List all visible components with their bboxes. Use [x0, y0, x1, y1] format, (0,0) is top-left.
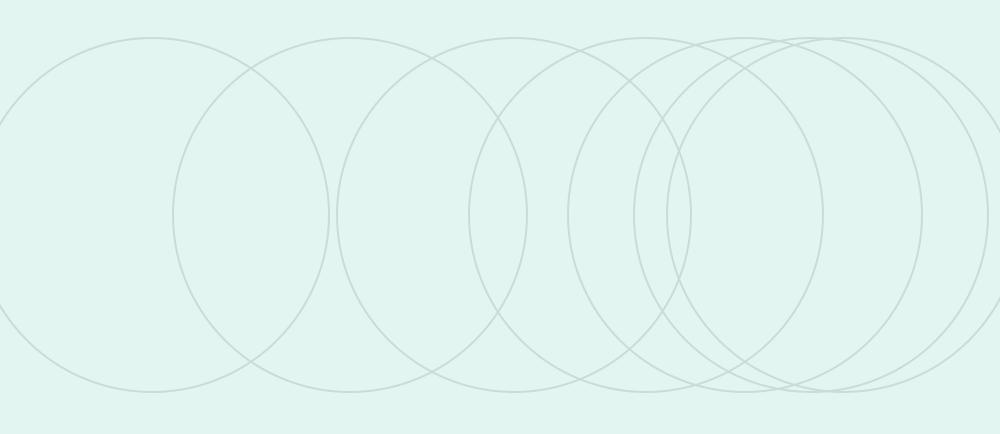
- ring-7: [666, 37, 1000, 393]
- ring-6: [633, 37, 989, 393]
- ring-5: [567, 37, 923, 393]
- ring-4: [468, 37, 824, 393]
- ring-3: [336, 37, 692, 393]
- ring-1: [0, 37, 330, 393]
- ring-2: [172, 37, 528, 393]
